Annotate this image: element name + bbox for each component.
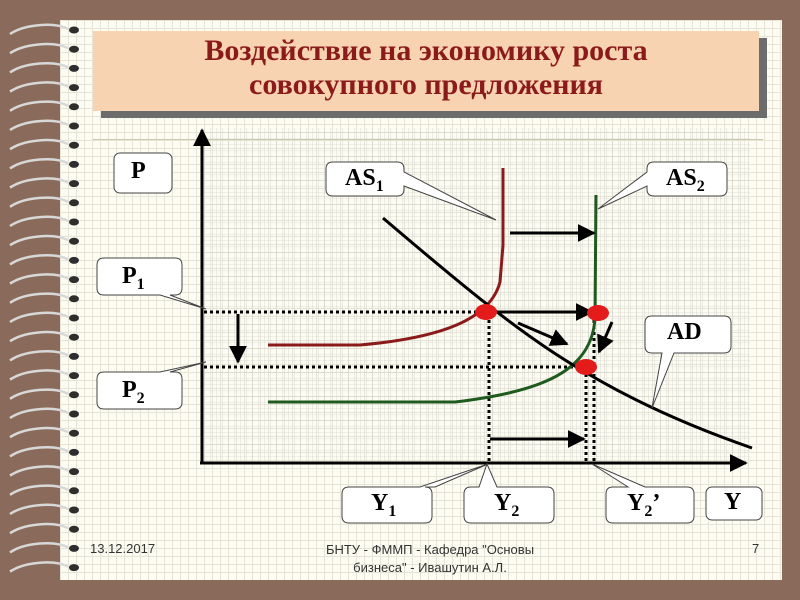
spiral-ring xyxy=(9,542,69,554)
y1-callout xyxy=(341,463,489,524)
ad-callout xyxy=(644,315,732,409)
spiral-ring xyxy=(9,465,69,477)
spiral-ring xyxy=(9,273,69,285)
p2-label: P2 xyxy=(122,377,145,407)
spiral-ring xyxy=(9,369,69,381)
spiral-ring xyxy=(9,330,69,343)
spiral-ring xyxy=(9,234,69,247)
spiral-hole xyxy=(69,506,79,514)
spiral-ring xyxy=(9,158,69,170)
spiral-hole xyxy=(69,199,79,207)
spiral-ring xyxy=(9,42,69,55)
equilibrium-point-excess xyxy=(587,305,609,321)
ad-label: AD xyxy=(667,319,702,345)
spiral-rings xyxy=(9,23,79,573)
spiral-ring xyxy=(9,177,69,189)
footer-source: БНТУ - ФММП - Кафедра "Основы бизнеса" -… xyxy=(300,541,560,577)
spiral-hole xyxy=(69,468,79,476)
spiral-ring xyxy=(9,407,69,420)
as2-curve xyxy=(268,194,598,404)
y2-callout xyxy=(463,462,555,524)
y2-prime-label: Y2’ xyxy=(627,490,661,520)
title-line-1: Воздействие на экономику роста xyxy=(204,34,648,67)
spiral-ring xyxy=(9,196,69,208)
p2-callout xyxy=(96,361,207,410)
spiral-hole xyxy=(69,218,79,226)
spiral-ring xyxy=(9,561,69,573)
spiral-ring xyxy=(9,426,69,439)
spiral-ring xyxy=(9,292,69,304)
spiral-ring xyxy=(9,119,69,132)
spiral-hole xyxy=(69,429,79,437)
p-axis-label-box xyxy=(113,152,173,194)
spiral-hole xyxy=(69,448,79,456)
spiral-ring xyxy=(9,254,69,266)
equilibrium-point-1 xyxy=(475,304,497,320)
p-axis-label: P xyxy=(131,158,146,184)
spiral-hole xyxy=(69,487,79,495)
y2-label: Y2 xyxy=(494,490,520,520)
excess-supply-arrow xyxy=(597,321,614,354)
spiral-hole xyxy=(69,314,79,322)
title-box xyxy=(93,31,759,111)
spiral-hole xyxy=(69,410,79,418)
spiral-hole xyxy=(69,372,79,380)
as2-callout xyxy=(597,161,728,210)
as1-curve xyxy=(268,168,505,347)
spiral-hole xyxy=(69,352,79,360)
spiral-ring xyxy=(9,215,69,228)
footer-source-line-2: бизнеса" - Ивашутин А.Л. xyxy=(353,560,507,575)
spiral-hole xyxy=(69,391,79,399)
spiral-ring xyxy=(9,522,69,535)
spiral-ring xyxy=(9,100,69,112)
spiral-ring xyxy=(9,503,69,516)
spiral-hole xyxy=(69,237,79,245)
spiral-hole xyxy=(69,84,79,92)
as1-callout xyxy=(325,161,497,221)
as2-label: AS2 xyxy=(666,165,705,195)
spiral-hole xyxy=(69,525,79,533)
spiral-hole xyxy=(69,276,79,284)
spiral-ring xyxy=(9,311,69,324)
spiral-ring xyxy=(9,446,69,458)
spiral-ring xyxy=(9,62,69,74)
spiral-ring xyxy=(9,388,69,400)
spiral-hole xyxy=(69,141,79,149)
footer-page-number: 7 xyxy=(752,541,760,556)
spiral-ring xyxy=(9,484,69,496)
equilibrium-point-2 xyxy=(575,359,597,375)
spiral-hole xyxy=(69,122,79,130)
spiral-hole xyxy=(69,64,79,72)
y1-label: Y1 xyxy=(371,490,397,520)
spiral-hole xyxy=(69,26,79,34)
p1-label: P1 xyxy=(122,263,145,293)
y2-prime-callout xyxy=(591,463,695,524)
footer-date: 13.12.2017 xyxy=(90,541,156,556)
spiral-ring xyxy=(9,350,69,362)
spiral-ring xyxy=(9,81,69,93)
slide-title: Воздействие на экономику роста совокупно… xyxy=(93,34,759,102)
spiral-hole xyxy=(69,544,79,552)
spiral-hole xyxy=(69,295,79,303)
spiral-ring xyxy=(9,23,69,36)
spiral-hole xyxy=(69,256,79,264)
spiral-hole xyxy=(69,333,79,341)
spiral-hole xyxy=(69,564,79,572)
spiral-hole xyxy=(69,103,79,111)
p1-callout xyxy=(96,257,207,310)
spiral-hole xyxy=(69,45,79,53)
as1-label: AS1 xyxy=(345,165,384,195)
title-line-2: совокупного предложения xyxy=(249,68,603,101)
y-axis-label: Y xyxy=(724,489,742,515)
spiral-hole xyxy=(69,180,79,188)
spiral-hole xyxy=(69,160,79,168)
y-axis-label-box xyxy=(705,486,763,521)
footer-source-line-1: БНТУ - ФММП - Кафедра "Основы xyxy=(325,542,535,557)
equilibrium-shift-arrow xyxy=(517,321,569,346)
spiral-ring xyxy=(9,138,69,151)
